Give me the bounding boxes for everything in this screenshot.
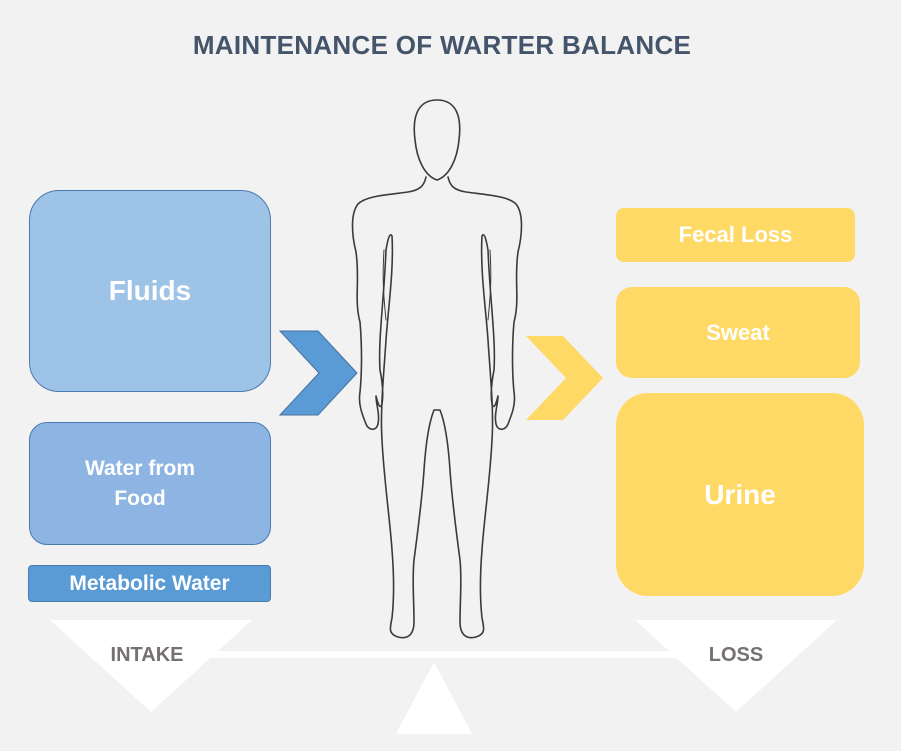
loss-pan-icon bbox=[635, 620, 837, 712]
intake-label: INTAKE bbox=[110, 644, 184, 666]
loss-chevron-icon bbox=[526, 336, 603, 420]
metabolic-water-box: Metabolic Water bbox=[28, 565, 271, 602]
intake-chevron-icon bbox=[278, 330, 358, 416]
scale-fulcrum-icon bbox=[396, 662, 472, 734]
water-from-food-box: Water from Food bbox=[29, 422, 271, 545]
intake-pan-icon bbox=[50, 620, 252, 712]
human-body-outline-icon bbox=[351, 99, 523, 639]
scale-beam bbox=[210, 651, 682, 658]
loss-label: LOSS bbox=[708, 644, 764, 666]
urine-box: Urine bbox=[616, 393, 864, 596]
sweat-box: Sweat bbox=[616, 287, 860, 378]
fluids-box: Fluids bbox=[29, 190, 271, 392]
fecal-loss-box: Fecal Loss bbox=[616, 208, 855, 262]
page-title: MAINTENANCE OF WARTER BALANCE bbox=[192, 30, 692, 60]
